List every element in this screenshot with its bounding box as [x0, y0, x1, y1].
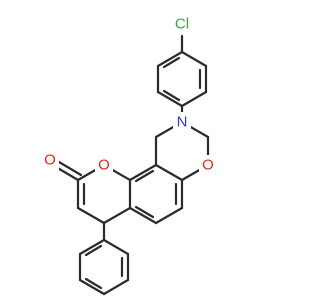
bond [154, 206, 184, 225]
bond [156, 90, 184, 108]
chemical-structure: Cl N O O O [41, 14, 217, 296]
double-bond-inner [162, 56, 181, 69]
atom-labels: Cl N O O O [41, 14, 217, 175]
bond [128, 163, 158, 182]
chlorophenyl-ring [156, 34, 208, 124]
bond [102, 238, 130, 256]
pyranone-ring [54, 160, 132, 242]
bond [78, 238, 106, 256]
lactone-oxygen-label: O [98, 157, 110, 174]
bond [128, 206, 158, 225]
carbonyl-bond [54, 165, 80, 182]
bond [180, 90, 208, 108]
bond [78, 278, 106, 296]
double-bond-inner [134, 169, 155, 183]
double-bond-inner [84, 277, 103, 290]
bond [156, 50, 184, 68]
bond [102, 278, 130, 296]
bond [154, 163, 184, 182]
double-bond-inner [134, 205, 155, 219]
ring-oxygen-atom: O [199, 155, 217, 175]
nitrogen-label: N [177, 114, 188, 131]
central-benzene-ring [128, 163, 184, 225]
chlorine-label: Cl [175, 16, 189, 33]
ring-oxygen-label: O [202, 157, 214, 174]
carbonyl-oxygen-atom: O [41, 150, 59, 170]
double-bond-inner [162, 89, 181, 102]
chlorine-atom: Cl [170, 14, 194, 34]
lactone-oxygen-atom: O [95, 155, 113, 175]
phenyl-ring [78, 238, 130, 296]
double-bond-inner [84, 244, 103, 257]
nitrogen-atom: N [173, 112, 191, 132]
bond [180, 50, 208, 68]
bond [76, 206, 106, 225]
carbonyl-oxygen-label: O [44, 152, 56, 169]
carbonyl-bond-second [57, 160, 83, 177]
bond [102, 206, 132, 225]
